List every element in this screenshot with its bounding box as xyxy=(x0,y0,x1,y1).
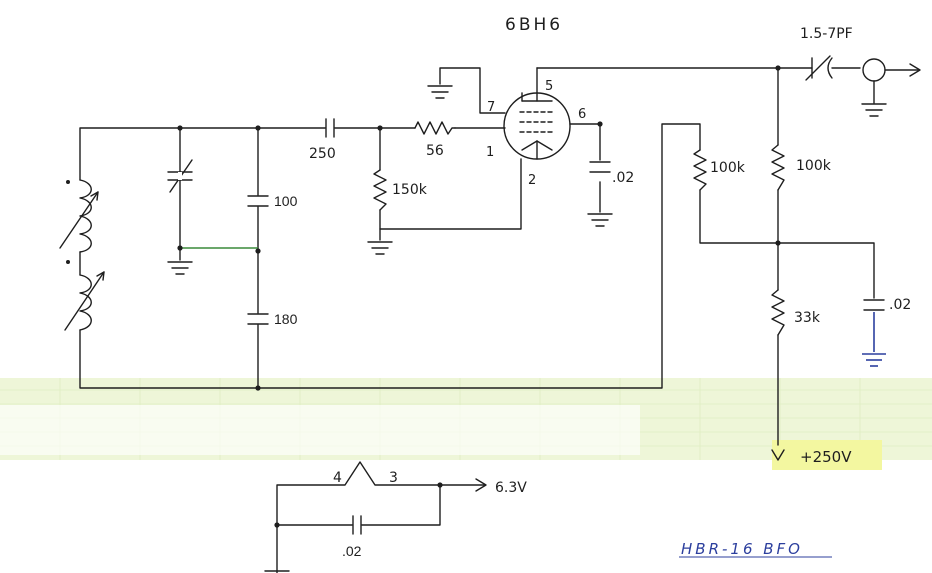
plate-resistor-label: 100k xyxy=(796,158,832,174)
tube-pin-7: 7 xyxy=(487,100,495,115)
tank-cap-bottom-label: 180 xyxy=(274,311,298,327)
wiring xyxy=(79,58,921,573)
supply-voltage-label: +250V xyxy=(800,448,852,466)
heater-bypass-label: .02 xyxy=(342,543,362,559)
coupling-cap-label: 250 xyxy=(309,146,336,162)
tube-pin-5: 5 xyxy=(545,79,553,94)
variable-inductor-symbol xyxy=(59,179,105,331)
graph-paper-strip xyxy=(0,378,932,460)
output-trimmer-symbol xyxy=(805,55,833,81)
heater-voltage-label: 6.3V xyxy=(495,480,527,496)
tube-pin-1: 1 xyxy=(486,145,494,160)
screen-bypass-label: .02 xyxy=(612,170,634,186)
tube-pin-2: 2 xyxy=(528,173,536,188)
tube-pin-6: 6 xyxy=(578,107,586,122)
supply-bypass-label: .02 xyxy=(889,297,911,313)
vacuum-tube xyxy=(503,67,571,160)
ground-symbols xyxy=(167,85,887,572)
grid-stopper-label: 56 xyxy=(426,143,444,159)
divider-resistor-label: 33k xyxy=(794,310,821,326)
resistor-symbols xyxy=(373,121,785,336)
screen-resistor-label: 100k xyxy=(710,160,746,176)
heater-pin-3: 3 xyxy=(389,470,398,486)
supply-highlight xyxy=(772,440,882,470)
signature-label: HBR-16 BFO xyxy=(681,540,803,558)
grid-leak-label: 150k xyxy=(392,182,428,198)
tuning-capacitor-symbol xyxy=(167,159,193,193)
capacitor-symbols xyxy=(247,118,885,535)
junction-dots xyxy=(177,65,781,528)
tube-type-label: 6BH6 xyxy=(505,15,563,35)
tank-cap-top-label: 100 xyxy=(274,193,298,209)
heater-pin-4: 4 xyxy=(333,470,342,486)
trimmer-value-label: 1.5-7PF xyxy=(800,26,853,42)
